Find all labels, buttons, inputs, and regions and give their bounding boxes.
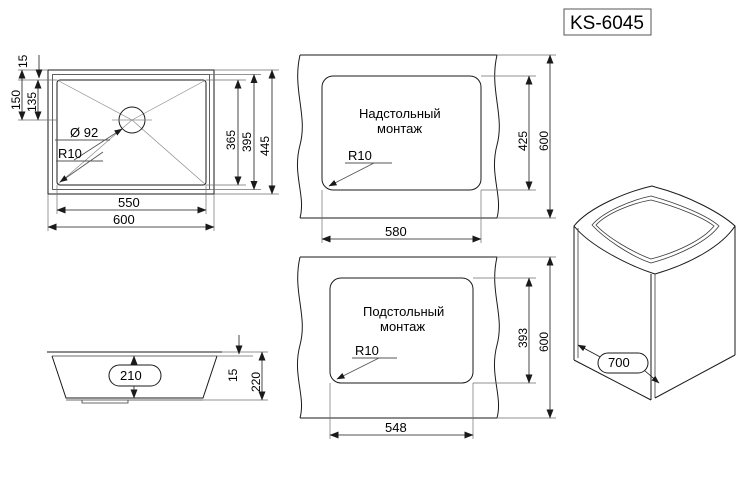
plan-dim-395: 395 (240, 132, 254, 152)
overmount-radius-label: R10 (348, 148, 372, 163)
overmount-dim-425: 425 (516, 131, 530, 151)
overmount-bottom-dimension: 580 (321, 190, 482, 243)
plan-dim-135: 135 (25, 92, 39, 112)
plan-view: Ø 92 R10 15 150 (9, 54, 279, 231)
cabinet-dim-700: 700 (608, 355, 630, 370)
overmount-break-left (296, 54, 303, 219)
plan-outer-rim (47, 69, 215, 195)
overmount-cutout (321, 75, 482, 191)
title-block: KS-6045 (563, 8, 652, 36)
plan-dim-600: 600 (113, 212, 135, 227)
plan-dim-150: 150 (9, 90, 23, 110)
overmount-label-line2: монтаж (377, 121, 422, 136)
model-number: KS-6045 (570, 13, 644, 34)
plan-inner-bowl (56, 79, 207, 186)
section-view: 210 15 220 (47, 335, 268, 404)
overmount-break-right (493, 54, 500, 219)
undermount-cutout-view: Подстольный монтаж R10 393 600 (296, 256, 556, 439)
cabinet-bottom-right (654, 354, 736, 399)
drain-diameter-label: Ø 92 (70, 125, 98, 140)
plan-bottom-dimensions: 550 600 (47, 185, 215, 231)
plan-radius-label: R10 (58, 146, 82, 161)
undermount-label-line2: монтаж (380, 319, 425, 334)
plan-left-dimensions: 15 150 135 (9, 54, 57, 121)
cabinet-width-callout: 700 (577, 344, 660, 384)
undermount-bottom-dimension: 548 (329, 383, 474, 439)
undermount-radius-label: R10 (355, 343, 379, 358)
overmount-radius-callout: R10 (328, 148, 392, 187)
section-dim-220: 220 (249, 372, 263, 392)
plan-dim-550: 550 (118, 195, 140, 210)
cabinet-sink-opening-inner (595, 199, 715, 260)
overmount-dim-580: 580 (385, 224, 407, 239)
undermount-break-left (296, 256, 303, 419)
section-right-dimensions: 15 220 (203, 335, 268, 401)
overmount-label-line1: Надстольный (359, 106, 441, 121)
undermount-radius-callout: R10 (336, 343, 397, 380)
section-depth-capsule (108, 364, 162, 387)
cabinet-sink-opening (591, 195, 720, 264)
undermount-dim-600: 600 (537, 332, 551, 352)
cabinet-width-capsule (597, 352, 649, 374)
section-bowl-base (81, 400, 129, 404)
overmount-dim-600: 600 (537, 131, 551, 151)
undermount-cutout (329, 277, 474, 384)
section-dim-210: 210 (120, 368, 142, 383)
cabinet-bottom-left (573, 359, 652, 401)
undermount-right-dimensions: 393 600 (473, 256, 556, 419)
plan-dim-15: 15 (16, 54, 30, 68)
undermount-dim-548: 548 (385, 420, 407, 435)
plan-radius-callout: R10 (56, 146, 104, 183)
isometric-cabinet-view: 700 (573, 185, 736, 401)
section-depth-callout: 210 (108, 355, 162, 399)
overmount-cutout-view: Надстольный монтаж R10 425 600 (296, 54, 556, 243)
section-dim-15: 15 (226, 368, 240, 382)
undermount-dim-393: 393 (516, 328, 530, 348)
plan-right-dimensions: 365 395 445 (206, 69, 279, 195)
undermount-label-line1: Подстольный (363, 304, 444, 319)
undermount-break-right (493, 256, 500, 419)
overmount-right-dimensions: 425 600 (481, 54, 556, 219)
drain-diameter-callout: Ø 92 (55, 125, 123, 161)
plan-rim-offset (52, 74, 210, 190)
plan-dim-365: 365 (224, 130, 238, 150)
plan-dim-445: 445 (258, 136, 272, 156)
title-block-frame (563, 8, 652, 36)
